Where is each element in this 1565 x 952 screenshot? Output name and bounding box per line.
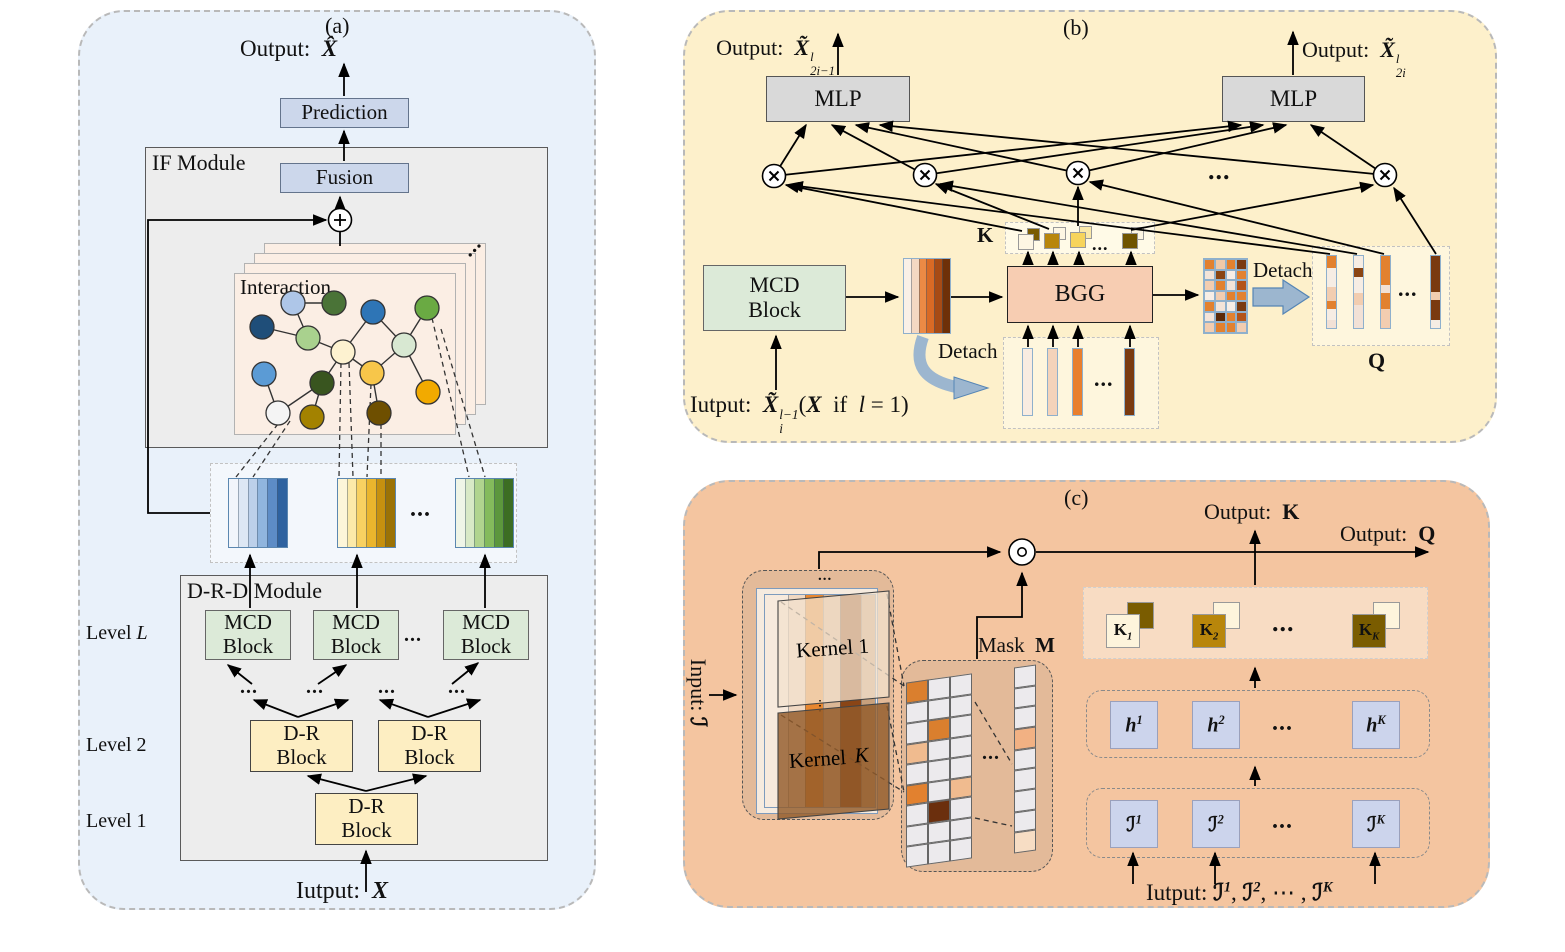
level-ellipsis: ...	[448, 676, 466, 698]
feature-vector-bar	[903, 258, 951, 334]
mlp-box-left: MLP	[766, 76, 910, 122]
detached-bar	[1047, 348, 1058, 416]
i-row-ellipsis: ...	[1272, 808, 1293, 834]
k-items-ellipsis: ...	[1272, 608, 1295, 637]
detached-bar	[1072, 348, 1083, 416]
embedding-bar-green	[455, 478, 514, 548]
k-row-label: K	[977, 223, 994, 247]
detached-bar	[1022, 348, 1033, 416]
embedding-bar-blue	[228, 478, 288, 548]
i-row-box	[1086, 788, 1430, 858]
input-label-c: Input: ℐ	[686, 658, 711, 728]
k-item-2: K2	[1192, 602, 1240, 648]
h-row-box	[1086, 690, 1430, 758]
q-vector	[1326, 255, 1337, 329]
i-box-K: ℐK	[1352, 800, 1400, 848]
mask-column	[1014, 664, 1036, 854]
h-box-K: hK	[1352, 701, 1400, 749]
kernel-top-ellipsis: ...	[818, 568, 833, 584]
otimes-ellipsis: ...	[1208, 156, 1231, 185]
bars-ellipsis: ...	[410, 496, 431, 522]
i-box-2: ℐ2	[1192, 800, 1240, 848]
mask-ellipsis: ...	[982, 742, 1000, 764]
k-square	[1070, 226, 1092, 248]
k-item-K: KK	[1352, 602, 1400, 648]
drd-module-label: D-R-D Module	[187, 578, 323, 603]
level-ellipsis: ...	[378, 676, 396, 698]
k-square	[1122, 227, 1144, 249]
k-square	[1044, 227, 1066, 249]
mcd-ellipsis: ...	[404, 624, 422, 646]
q-label: Q	[1368, 348, 1386, 373]
q-ellipsis: ...	[1398, 276, 1418, 301]
panel-a-tag: (a)	[325, 13, 350, 38]
detach-label-left: Detach	[938, 339, 998, 363]
detach-label-right: Detach	[1253, 258, 1313, 282]
h-row-ellipsis: ...	[1272, 710, 1293, 736]
h-box-1: h1	[1110, 701, 1158, 749]
mlp-box-right: MLP	[1222, 76, 1365, 122]
level-ellipsis: ...	[306, 676, 324, 698]
input-label-a: Iutput: X	[296, 878, 389, 904]
prediction-box: Prediction	[280, 98, 409, 128]
fusion-box: Fusion	[280, 163, 409, 193]
output-label-a: Output: X̂	[240, 36, 338, 61]
detached-bar	[1124, 348, 1135, 416]
bgg-output-matrix	[1203, 258, 1248, 334]
panel-c-tag: (c)	[1064, 485, 1089, 510]
k-squares-ellipsis: ...	[1092, 234, 1109, 254]
kernel-stripes	[764, 594, 876, 808]
level-ellipsis: ...	[240, 676, 258, 698]
level-label-1: Level 1	[86, 810, 147, 832]
output-q-label: Output: Q	[1340, 521, 1436, 546]
mask-label: Mask M	[978, 633, 1055, 657]
i-box-1: ℐ1	[1110, 800, 1158, 848]
output-k-label: Output: K	[1204, 499, 1300, 524]
panel-b-tag: (b)	[1063, 15, 1089, 40]
q-vector	[1380, 255, 1391, 329]
h-box-2: h2	[1192, 701, 1240, 749]
level-label-2: Level 2	[86, 734, 147, 756]
if-module-label: IF Module	[152, 150, 246, 175]
k-item-1: K1	[1106, 602, 1154, 648]
mask-matrix	[906, 673, 972, 868]
embedding-bar-yellow	[337, 478, 396, 548]
k-square	[1018, 228, 1040, 250]
q-vector	[1353, 255, 1364, 329]
input-label-c-bottom: Iutput: ℐ1, ℐ2, ⋯ , ℐK	[1146, 879, 1333, 905]
detached-bars-ellipsis: ...	[1094, 366, 1114, 391]
q-vector	[1430, 255, 1441, 329]
level-label-L: Level L	[86, 622, 148, 644]
interaction-label: Interaction	[240, 275, 331, 299]
bgg-box: BGG	[1007, 266, 1153, 323]
